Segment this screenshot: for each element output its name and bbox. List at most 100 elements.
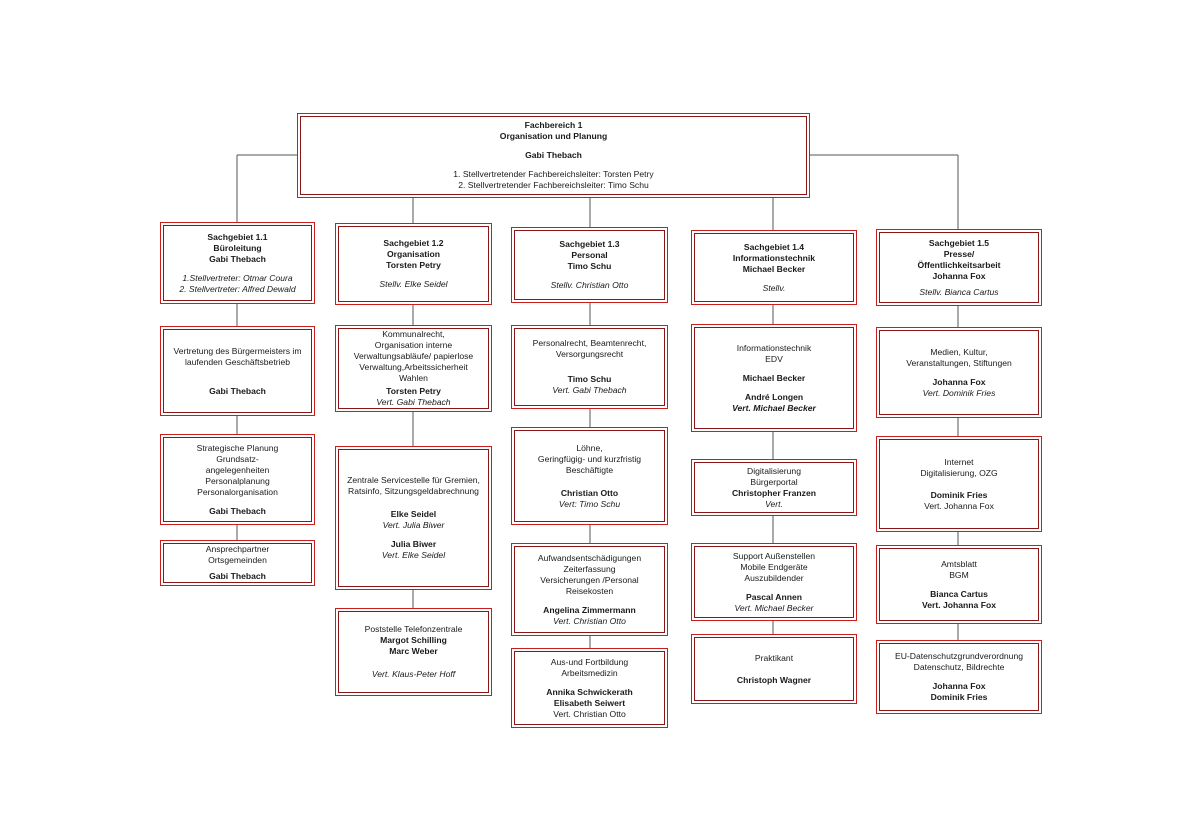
sg11-lead: Gabi Thebach	[209, 253, 266, 264]
c1b2-text-3: angelegenheiten	[205, 464, 270, 475]
sg14-lead: Michael Becker	[742, 263, 806, 274]
c5b2-text-1: Internet	[944, 456, 974, 467]
sg15-deputy: Stellv. Bianca Cartus	[919, 286, 999, 297]
c2b3-name-1: Margot Schilling	[380, 635, 447, 645]
c5b1-vert: Vert. Dominik Fries	[922, 387, 996, 398]
fachbereich-subtitle: Organisation und Planung	[499, 131, 608, 141]
c1b1-name: Gabi Thebach	[209, 385, 266, 396]
c2b1-text-4: Verwaltung,Arbeitssicherheit	[359, 362, 468, 372]
c2b1-vert: Vert. Gabi Thebach	[376, 397, 451, 407]
c5b2-name: Dominik Fries	[930, 489, 988, 500]
c4b4-name: Christoph Wagner	[736, 674, 812, 685]
c5b1-name: Johanna Fox	[932, 376, 986, 387]
c3b3-text-4: Reisekosten	[565, 585, 614, 596]
sg14-name: Informationstechnik	[732, 252, 816, 263]
c2b1-text-2: Organisation interne	[374, 340, 453, 350]
c5-task-box-2: Internet Digitalisierung, OZG Dominik Fr…	[876, 436, 1042, 532]
c4b3-text-3: Auszubildender	[744, 572, 804, 583]
sg15-name-2: Öffentlichkeitsarbeit	[917, 259, 1001, 270]
c4b1-text-1: Informationstechnik	[736, 342, 812, 353]
c5b4-text-2: Datenschutz, Bildrechte	[913, 662, 1005, 672]
sg13-lead: Timo Schu	[567, 261, 612, 271]
c3b3-vert: Vert. Christian Otto	[553, 615, 626, 626]
c5b1-text-1: Medien, Kultur,	[930, 346, 988, 357]
sg14-deputy: Stellv.	[762, 282, 786, 293]
c1b2-text-5: Personalorganisation	[197, 486, 278, 497]
c2b2-name-1: Elke Seidel	[390, 509, 437, 519]
sg15-name-1: Presse/	[943, 248, 975, 259]
c2b2-vert-2: Vert. Elke Seidel	[381, 550, 446, 560]
c2b2-text-2: Ratsinfo, Sitzungsgeldabrechnung	[348, 486, 479, 496]
c2-task-box-2: Zentrale Servicestelle für Gremien, Rats…	[335, 446, 492, 590]
c1-task-box-3: Ansprechpartner Ortsgemeinden Gabi Theba…	[160, 540, 315, 586]
deputy-2: 2. Stellvertretender Fachbereichsleiter:…	[458, 180, 649, 190]
c5b4-name-1: Johanna Fox	[932, 681, 986, 691]
c1b1-text-2: laufenden Geschäftsbetrieb	[184, 356, 291, 367]
c1-task-box-1: Vertretung des Bürgermeisters im laufend…	[160, 326, 315, 416]
c5b2-vert: Vert. Johanna Fox	[924, 500, 994, 511]
c3b1-text-2: Versorgungsrecht	[555, 349, 624, 359]
sachgebiet-1-4-box: Sachgebiet 1.4 Informationstechnik Micha…	[691, 230, 857, 305]
deputy-1: 1. Stellvertretender Fachbereichsleiter:…	[453, 169, 654, 179]
c3b3-text-1: Aufwandsentschädigungen	[537, 552, 642, 563]
c2b3-text-1: Poststelle Telefonzentrale	[364, 624, 463, 634]
c5-task-box-4: EU-Datenschutzgrundverordnung Datenschut…	[876, 640, 1042, 714]
sg13-number: Sachgebiet 1.3	[559, 239, 620, 249]
c3b2-text-1: Löhne,	[576, 442, 603, 453]
c3b3-text-3: Versicherungen /Personal	[540, 574, 639, 585]
c4b1-vert: Vert. Michael Becker	[732, 402, 816, 413]
sg13-name: Personal	[571, 250, 608, 260]
c4b1-name-1: Michael Becker	[742, 372, 806, 383]
fachbereich-lead: Gabi Thebach	[525, 150, 582, 160]
c4b3-name: Pascal Annen	[745, 591, 803, 602]
c3b3-text-2: Zeiterfassung	[563, 563, 616, 574]
c5b3-vert: Vert. Johanna Fox	[921, 599, 997, 610]
c1-task-box-2: Strategische Planung Grundsatz- angelege…	[160, 434, 315, 525]
fachbereich-box: Fachbereich 1 Organisation und Planung G…	[297, 113, 810, 198]
c2b1-name: Torsten Petry	[386, 386, 441, 396]
c1b3-text-2: Ortsgemeinden	[208, 555, 267, 565]
c4b3-text-1: Support Außenstellen	[732, 550, 816, 561]
sg15-number: Sachgebiet 1.5	[928, 237, 990, 248]
c3b2-text-2: Geringfügig- und kurzfristig	[537, 453, 642, 464]
c2b3-name-2: Marc Weber	[389, 646, 438, 656]
c3b1-text-1: Personalrecht, Beamtenrecht,	[532, 338, 647, 348]
c2-task-box-1: Kommunalrecht, Organisation interne Verw…	[335, 325, 492, 412]
c2b1-text-1: Kommunalrecht,	[382, 329, 445, 339]
c4b2-text-2: Bürgerportal	[750, 476, 798, 487]
c5-task-box-1: Medien, Kultur, Veranstaltungen, Stiftun…	[876, 327, 1042, 418]
c3-task-box-2: Löhne, Geringfügig- und kurzfristig Besc…	[511, 427, 668, 525]
sg11-deputy-2: 2. Stellvertreter: Alfred Dewald	[179, 283, 296, 294]
c3-task-box-4: Aus-und Fortbildung Arbeitsmedizin Annik…	[511, 648, 668, 728]
c3b4-name-2: Elisabeth Seiwert	[553, 697, 626, 708]
sg11-name: Büroleitung	[213, 242, 262, 253]
sachgebiet-1-5-box: Sachgebiet 1.5 Presse/ Öffentlichkeitsar…	[876, 229, 1042, 306]
sg11-number: Sachgebiet 1.1	[207, 231, 268, 242]
c3b2-name: Christian Otto	[560, 487, 619, 498]
sg14-number: Sachgebiet 1.4	[743, 241, 805, 252]
c4b3-text-2: Mobile Endgeräte	[740, 561, 808, 572]
c1b2-name: Gabi Thebach	[209, 505, 266, 516]
c1b3-name: Gabi Thebach	[209, 571, 266, 581]
c5b4-text-1: EU-Datenschutzgrundverordnung	[894, 651, 1024, 661]
sg12-lead: Torsten Petry	[386, 260, 441, 270]
c5b3-text-2: BGM	[949, 569, 969, 580]
sg12-name: Organisation	[386, 249, 440, 259]
c4b2-vert: Vert.	[765, 498, 783, 509]
c5b1-text-2: Veranstaltungen, Stiftungen	[906, 357, 1012, 368]
sg13-deputy: Stellv. Christian Otto	[550, 280, 629, 290]
sg15-lead: Johanna Fox	[932, 270, 986, 281]
c1b2-text-2: Grundsatz-	[216, 453, 259, 464]
c4-task-box-3: Support Außenstellen Mobile Endgeräte Au…	[691, 543, 857, 621]
sg12-deputy: Stellv. Elke Seidel	[379, 279, 448, 289]
c5b3-name: Bianca Cartus	[930, 588, 988, 599]
c2b2-text-1: Zentrale Servicestelle für Gremien,	[347, 475, 480, 485]
c4b1-name-2: André Longen	[744, 391, 804, 402]
c5b2-text-2: Digitalisierung, OZG	[920, 467, 998, 478]
c1b1-text-1: Vertretung des Bürgermeisters im	[173, 345, 302, 356]
c3b4-text-1: Aus-und Fortbildung	[550, 656, 629, 667]
c3b2-text-3: Beschäftigte	[565, 464, 614, 475]
c4b4-text-1: Praktikant	[754, 652, 794, 663]
c3b3-name: Angelina Zimmermann	[543, 604, 636, 615]
c1b3-text-1: Ansprechpartner	[205, 544, 270, 554]
